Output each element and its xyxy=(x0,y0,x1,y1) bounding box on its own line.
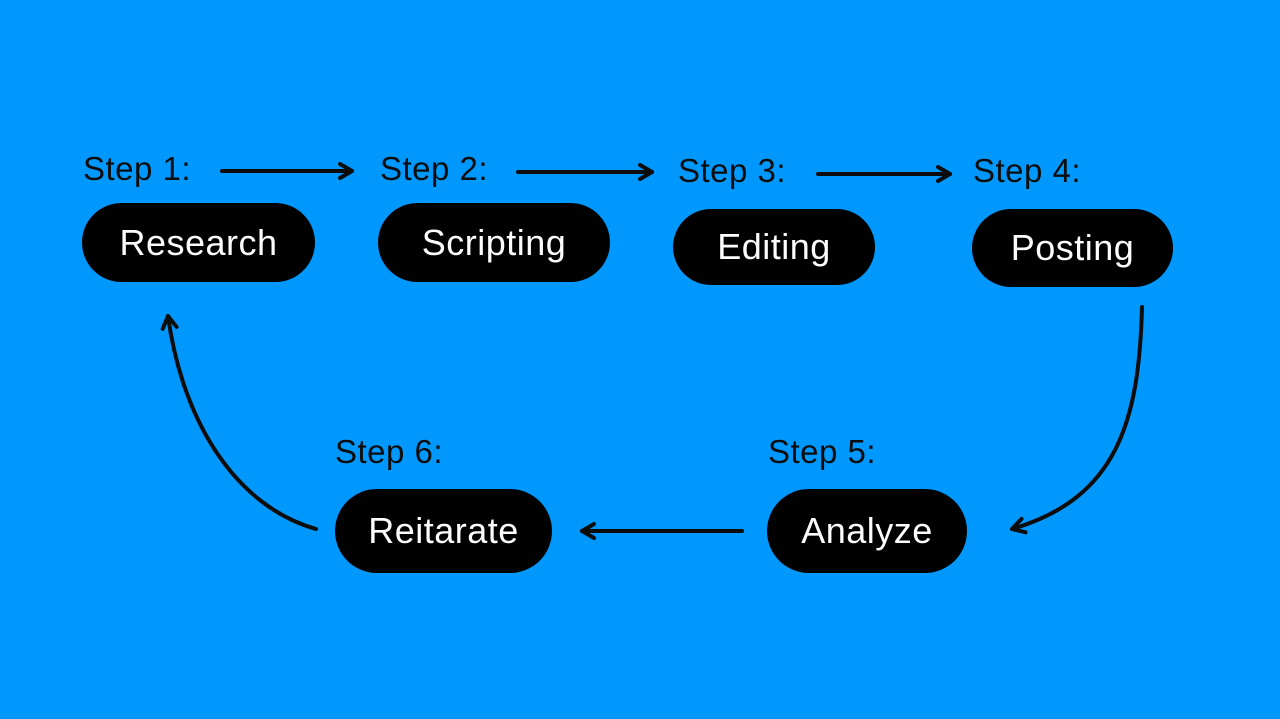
step6-pill-reitarate: Reitarate xyxy=(335,489,552,573)
step2-pill-scripting: Scripting xyxy=(378,203,610,282)
step6-label: Step 6: xyxy=(335,433,444,470)
step5-label: Step 5: xyxy=(768,433,877,470)
step3-label: Step 3: xyxy=(678,152,787,189)
step2-label: Step 2: xyxy=(380,150,489,187)
step5-pill-analyze: Analyze xyxy=(767,489,967,573)
step3-pill-editing: Editing xyxy=(673,209,875,285)
step4-pill-posting: Posting xyxy=(972,209,1173,287)
step1-pill-research: Research xyxy=(82,203,315,282)
arrow-step6-to-step1 xyxy=(160,314,318,531)
arrow-step4-to-step5 xyxy=(1010,305,1144,535)
step4-label: Step 4: xyxy=(973,152,1082,189)
step1-label: Step 1: xyxy=(83,150,192,187)
